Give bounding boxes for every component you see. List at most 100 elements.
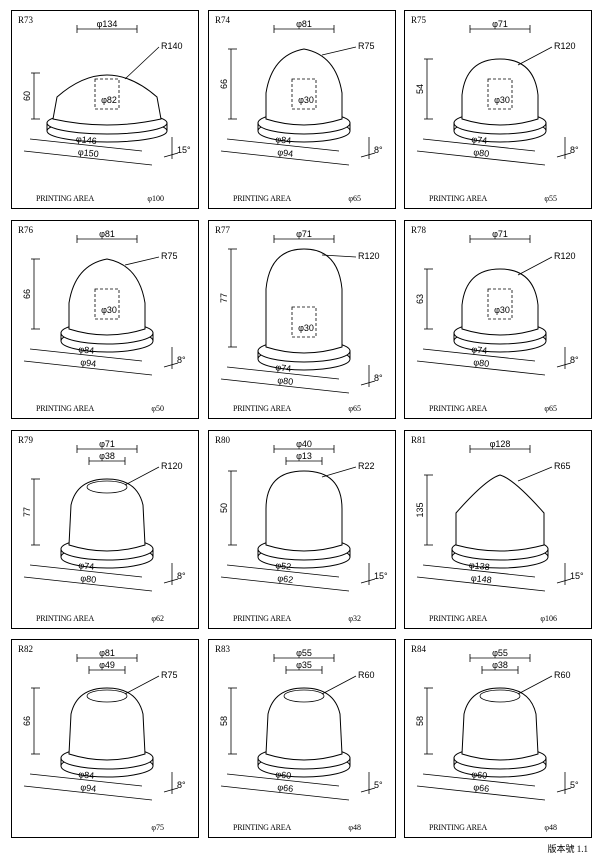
angle-arm [556,152,572,158]
pad-top-flat [283,689,325,703]
angle-arm [556,787,572,793]
radius-leader [124,256,160,266]
inner-diameter-label: φ30 [494,95,510,105]
product-code: R83 [215,644,231,654]
angle-label: 15° [374,571,388,581]
base-diameter-2-line [416,360,546,376]
base-diameter-1-label: φ84 [78,344,95,356]
printing-area-diameter: φ65 [348,194,361,203]
base-diameter-1-label: φ60 [275,769,292,781]
height-label: 77 [22,507,32,517]
height-label: 66 [22,716,32,726]
angle-label: 8° [374,145,383,155]
top-diameter-label: φ134 [97,19,118,29]
base-diameter-2-label: φ94 [80,357,97,369]
product-code: R74 [215,15,231,25]
radius-label: R60 [358,670,375,680]
top-diameter-label: φ81 [99,648,115,658]
base-diameter-1-line [29,773,143,787]
base-diameter-1-label: φ74 [471,134,488,146]
radius-label: R60 [554,670,571,680]
top-diameter-label: φ71 [99,439,115,449]
pad-body [455,474,545,552]
base-diameter-1-line [29,348,143,362]
base-diameter-1-label: φ74 [275,362,292,374]
radius-label: R65 [554,461,571,471]
top-diameter-2-label: φ13 [296,451,312,461]
top-diameter-label: φ81 [296,19,312,29]
inner-diameter-label: φ30 [298,323,314,333]
top-diameter-label: φ128 [490,439,511,449]
radius-leader [517,46,553,66]
radius-leader [321,46,357,56]
radius-leader [321,675,357,695]
top-diameter-label: φ55 [492,648,508,658]
top-diameter-label: φ81 [99,229,115,239]
printing-area-label: PRINTING AREA [233,823,292,832]
base-diameter-1-line [226,366,340,380]
base-diameter-1-label: φ60 [471,769,488,781]
angle-arm [163,152,179,158]
top-diameter-2-label: φ49 [99,660,115,670]
printing-area-diameter: φ106 [540,614,557,623]
base-diameter-1-line [226,773,340,787]
radius-leader [321,466,357,478]
top-diameter-2-label: φ35 [296,660,312,670]
pad-body [461,268,539,336]
printing-area-diameter: φ65 [544,404,557,413]
base-diameter-1-label: φ146 [75,134,97,146]
top-diameter-2-label: φ38 [99,451,115,461]
printing-area-diameter: φ62 [151,614,164,623]
base-diameter-2-label: φ80 [473,147,490,159]
angle-label: 5° [570,780,579,790]
height-label: 50 [219,503,229,513]
base-diameter-2-label: φ80 [80,573,97,585]
base-diameter-1-line [29,138,143,152]
printing-area-diameter: φ75 [151,823,164,832]
radius-label: R75 [358,41,375,51]
top-diameter-label: φ71 [492,229,508,239]
pad-body [461,58,539,126]
inner-cavity [94,78,120,110]
base-diameter-2-line [416,785,546,801]
pad-top-flat [86,689,128,703]
top-diameter-2-label: φ38 [492,660,508,670]
base-diameter-1-label: φ74 [78,560,95,572]
angle-arm [360,578,376,584]
base-diameter-2-line [220,150,350,166]
base-diameter-2-label: φ66 [277,782,294,794]
radius-leader [124,46,160,80]
angle-label: 8° [374,373,383,383]
inner-cavity [291,306,317,338]
base-diameter-1-line [226,564,340,578]
radius-label: R120 [161,461,183,471]
printing-area-label: PRINTING AREA [429,614,488,623]
base-diameter-2-line [416,150,546,166]
radius-leader [517,466,553,482]
height-label: 54 [415,84,425,94]
inner-cavity [291,78,317,110]
product-code: R79 [18,435,34,445]
pad-body [461,687,539,761]
radius-leader [517,256,553,276]
radius-leader [517,675,553,695]
radius-label: R75 [161,670,178,680]
height-label: 135 [415,502,425,517]
printing-area-label: PRINTING AREA [429,194,488,203]
angle-arm [360,380,376,386]
radius-label: R22 [358,461,375,471]
product-code: R82 [18,644,34,654]
angle-label: 8° [177,571,186,581]
printing-area-diameter: φ65 [348,404,361,413]
pad-body [52,74,162,126]
angle-label: 8° [570,145,579,155]
height-label: 77 [219,293,229,303]
base-diameter-2-label: φ94 [277,147,294,159]
